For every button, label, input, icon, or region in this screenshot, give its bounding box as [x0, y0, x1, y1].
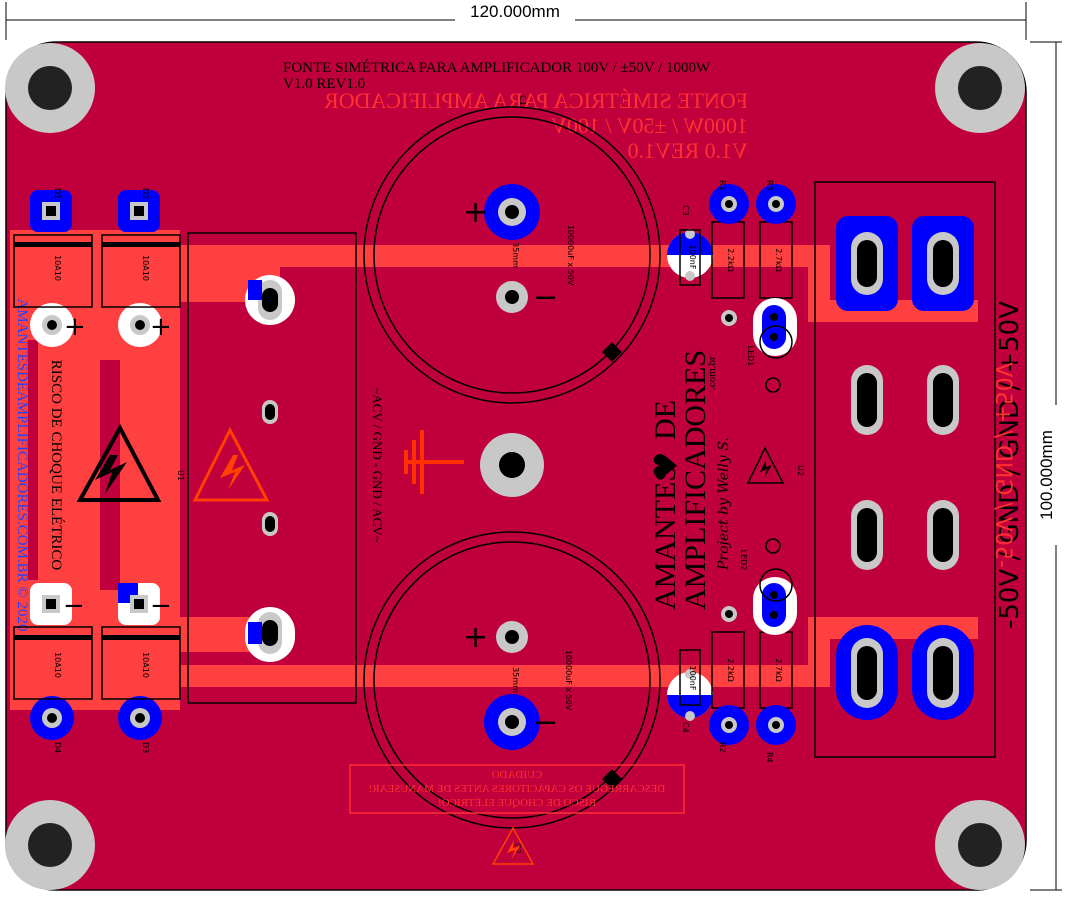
dimension-right — [1030, 41, 1062, 891]
output-terminal-pads — [836, 216, 974, 720]
c2-diameter: 35mm — [511, 667, 520, 693]
risk-vertical-text: RISCO DE CHOQUE ELÉTRICO — [48, 360, 65, 571]
c1-value: 10000uF x 50V — [566, 225, 575, 286]
r1-value: 2.2kΩ — [726, 248, 735, 271]
c4-value: 100nF — [688, 666, 697, 691]
diode-minus-left: − — [63, 591, 85, 621]
d1-label: D1 — [53, 188, 62, 199]
diode-pads — [30, 190, 162, 740]
ac-gnd-label: ~ACV / GND - GND / ACV~ — [370, 387, 385, 542]
output-mirror-text: -50V / GND / +50V — [990, 362, 1015, 568]
logo-line-1: AMANTES — [649, 465, 682, 610]
high-voltage-warning-icon — [76, 423, 162, 502]
bridge-outline-u1 — [187, 232, 357, 704]
c3-value: 100nF — [688, 245, 697, 270]
capacitor-warning-box: CUIDADO DESCARREGUE OS CAPACITORES ANTES… — [349, 764, 685, 814]
led2 — [753, 538, 797, 635]
bottom-warning-triangle-icon — [491, 826, 535, 865]
r4-value: 2.7kΩ — [774, 658, 783, 681]
brand-logo: AMANTES ♥ DE AMPLIFICADORES .com.br Proj… — [647, 350, 732, 610]
d2-rating: 10A10 — [141, 255, 150, 281]
diode-plus-left: + — [64, 312, 86, 342]
r3-value: 2.7kΩ — [774, 248, 783, 271]
r4-label: R4 — [765, 752, 774, 763]
copyright-vertical-text: AMANTESDEAMPLIFICADORES.COM.BR © 2020 — [14, 298, 30, 631]
width-dimension-label: 120.000mm — [470, 2, 560, 21]
d3-label: D3 — [141, 742, 150, 753]
d4-rating: 10A10 — [53, 652, 62, 678]
r1-label: R1 — [718, 180, 727, 191]
d2-label: D2 — [141, 188, 150, 199]
c2-value: 10000uF x 50V — [564, 650, 573, 711]
output-terminal-outline — [814, 181, 996, 758]
dimension-top — [5, 2, 1027, 40]
title-line-1: FONTE SIMÉTRICA PARA AMPLIFICADOR 100V /… — [283, 59, 711, 76]
u1-label: U1 — [176, 470, 185, 481]
c1-plus: + — [463, 195, 488, 230]
logo-line-1b: DE — [649, 400, 682, 440]
c2-pads — [484, 621, 540, 750]
c3-label: C3 — [681, 205, 690, 216]
logo-signature: Project by Welly S. — [716, 437, 732, 571]
u2-label: U2 — [796, 465, 805, 476]
output-mirror-label: -50V / GND / +50V — [990, 362, 1015, 568]
bridge-pads — [245, 275, 295, 662]
warning-box-line-3: RISCO DE CHOQUE ELÉTRICO! — [438, 797, 596, 809]
d4-label: D4 — [53, 742, 62, 753]
c1-diameter: 35mm — [511, 242, 520, 268]
r3-label: R3 — [765, 180, 774, 191]
warning-box-line-2: DESCARREGUE OS CAPACITORES ANTES DE MANU… — [369, 783, 666, 795]
center-ground-pad — [480, 433, 544, 497]
led2-label: LED2 — [739, 550, 748, 571]
bridge-warning-icon — [192, 426, 270, 502]
mirror-title-line-2: 1000W / ±50V / 100V — [551, 113, 748, 138]
logo-line-2: AMPLIFICADORES — [679, 350, 712, 610]
c1-pads — [484, 184, 540, 313]
led1-label: LED1 — [746, 346, 755, 367]
r2-label: R2 — [718, 742, 727, 753]
led1 — [753, 298, 797, 393]
c4-label: C4 — [681, 722, 690, 733]
warning-box-line-1: CUIDADO — [492, 769, 543, 781]
diode-plus-right: + — [150, 312, 172, 342]
c1-minus: − — [533, 280, 558, 315]
r2-value: 2.2kΩ — [726, 658, 735, 681]
d3-rating: 10A10 — [141, 652, 150, 678]
d1-rating: 10A10 — [53, 255, 62, 281]
mounting-holes — [5, 43, 1025, 890]
diode-bodies — [13, 234, 181, 700]
capacitor-c3 — [667, 229, 713, 286]
c1-polarity-band — [602, 342, 622, 362]
trace-gaps — [28, 340, 120, 590]
logo-site: .com.br — [706, 356, 718, 390]
capacitor-c4 — [667, 649, 713, 721]
warning-triangle-icon — [746, 446, 785, 484]
c2-polarity-band — [602, 769, 622, 789]
diode-cathode-bands — [14, 242, 180, 640]
c2-plus: + — [463, 620, 488, 655]
diode-minus-right: − — [150, 591, 172, 621]
height-dimension-label: 100.000mm — [1037, 430, 1056, 520]
c2-minus: − — [533, 705, 558, 740]
c1-label: C1 — [518, 95, 527, 106]
logo-heart: ♥ — [647, 451, 685, 480]
output-voltage-label: -50V / GND / GND / +50V — [995, 301, 1025, 629]
capacitor-c1 — [363, 106, 661, 404]
title-line-2: V1.0 REV1.0 — [283, 76, 365, 92]
mirror-title-line-3: V1.0 REV1.0 — [628, 138, 748, 163]
capacitor-c2 — [363, 531, 661, 829]
ground-symbol-icon — [404, 430, 464, 494]
